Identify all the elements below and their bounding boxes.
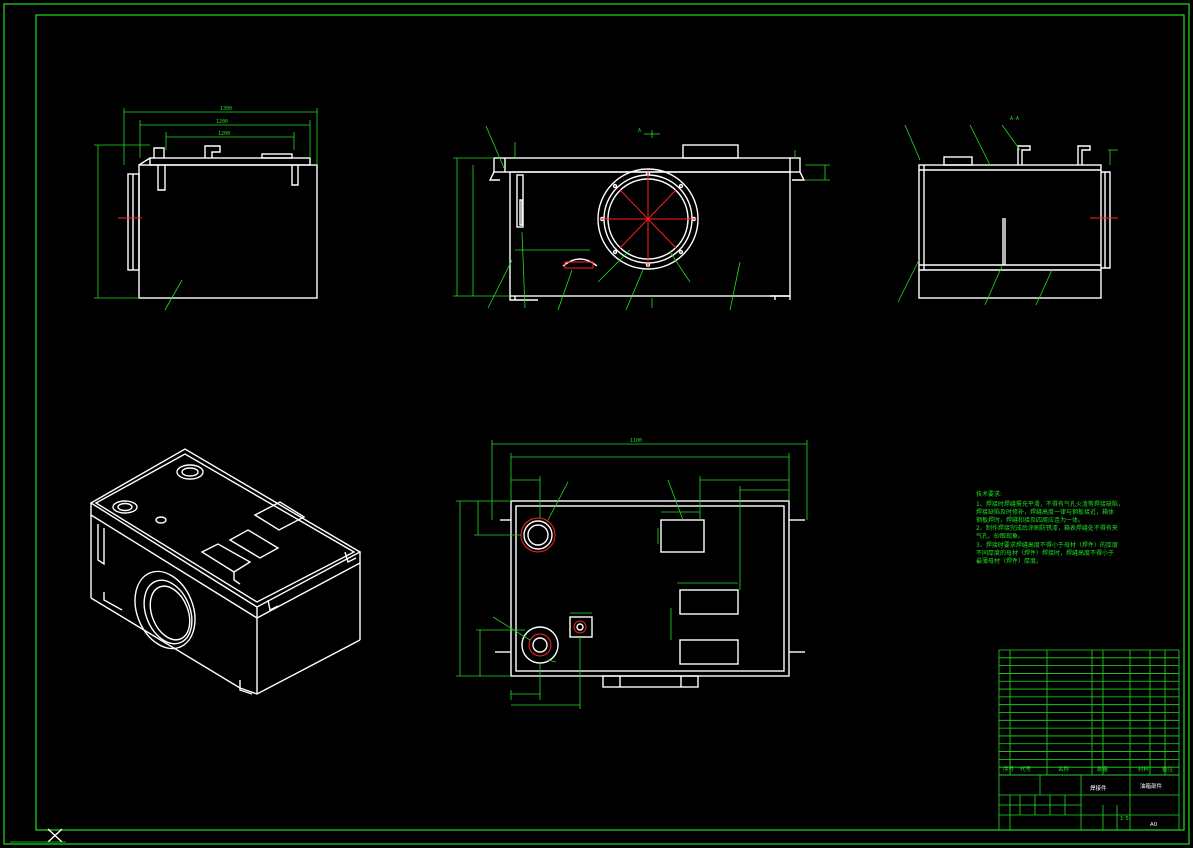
- front-view: [453, 125, 830, 311]
- drawing-name: 油箱部件: [1140, 782, 1163, 790]
- section-view: [897, 124, 1118, 306]
- section-aa-label: A-A: [1010, 116, 1019, 122]
- drawing-scale: 1:5: [1120, 816, 1129, 822]
- dim-width-span: 1200: [218, 131, 230, 137]
- title-block: 油箱部件 焊接件 1:5 A0 序号 代号 名称 数量 材料 备注: [998, 765, 1180, 831]
- parts-list: [998, 649, 1180, 776]
- dimension-labels: 1300 1200 1200 1100 A A-A: [216, 106, 1019, 444]
- header-material: 材料: [1138, 765, 1150, 773]
- top-view: [456, 440, 808, 709]
- technical-notes: 技术要求: 1、焊接时焊缝需充平滑，不得有气孔火渣等焊接缺陷， 焊接缺陷及时修补…: [976, 490, 1124, 565]
- section-mark: A: [638, 128, 641, 134]
- header-remark: 备注: [1162, 765, 1174, 773]
- sheet-size: A0: [1150, 822, 1158, 828]
- header-qty: 数量: [1097, 765, 1109, 773]
- dim-width: 1300: [220, 106, 232, 112]
- left-view: [94, 108, 318, 311]
- header-name: 名称: [1058, 765, 1070, 773]
- note-line: 钢板焊时，焊缝和接及四周应连为一体。: [976, 516, 1084, 524]
- header-index: 序号: [1003, 765, 1015, 773]
- isometric-view: [89, 448, 362, 695]
- dim-width-inner: 1200: [216, 119, 228, 125]
- note-line: 1、焊接时焊缝需充平滑，不得有气孔火渣等焊接缺陷，: [976, 500, 1124, 508]
- outer-border: [3, 3, 1190, 845]
- note-line: 最薄母材（焊件）厚度。: [976, 557, 1042, 565]
- flange-outer: [597, 168, 699, 270]
- drawing-material: 焊接件: [1090, 784, 1107, 792]
- note-line: 气孔、砂眼现象。: [976, 532, 1024, 540]
- notes-heading: 技术要求:: [976, 490, 1002, 498]
- header-code: 代号: [1020, 765, 1032, 773]
- dim-top-total: 1100: [630, 438, 642, 444]
- note-line: 2、制作焊接完成后涂刷防锈漆，箱表焊缝处不得有夹: [976, 524, 1118, 532]
- inner-border: [35, 14, 1185, 831]
- origin-cross-icon: [10, 828, 66, 843]
- note-line: 不同厚度的母材（焊件）焊接时，焊缝高度不得小于: [976, 549, 1114, 557]
- note-line: 3、焊接时要求焊缝高度不得小于母材（焊件）的厚度: [976, 541, 1118, 549]
- note-line: 焊接缺陷及时修补，焊缝高度一律与钢板接近，箱体: [976, 508, 1114, 516]
